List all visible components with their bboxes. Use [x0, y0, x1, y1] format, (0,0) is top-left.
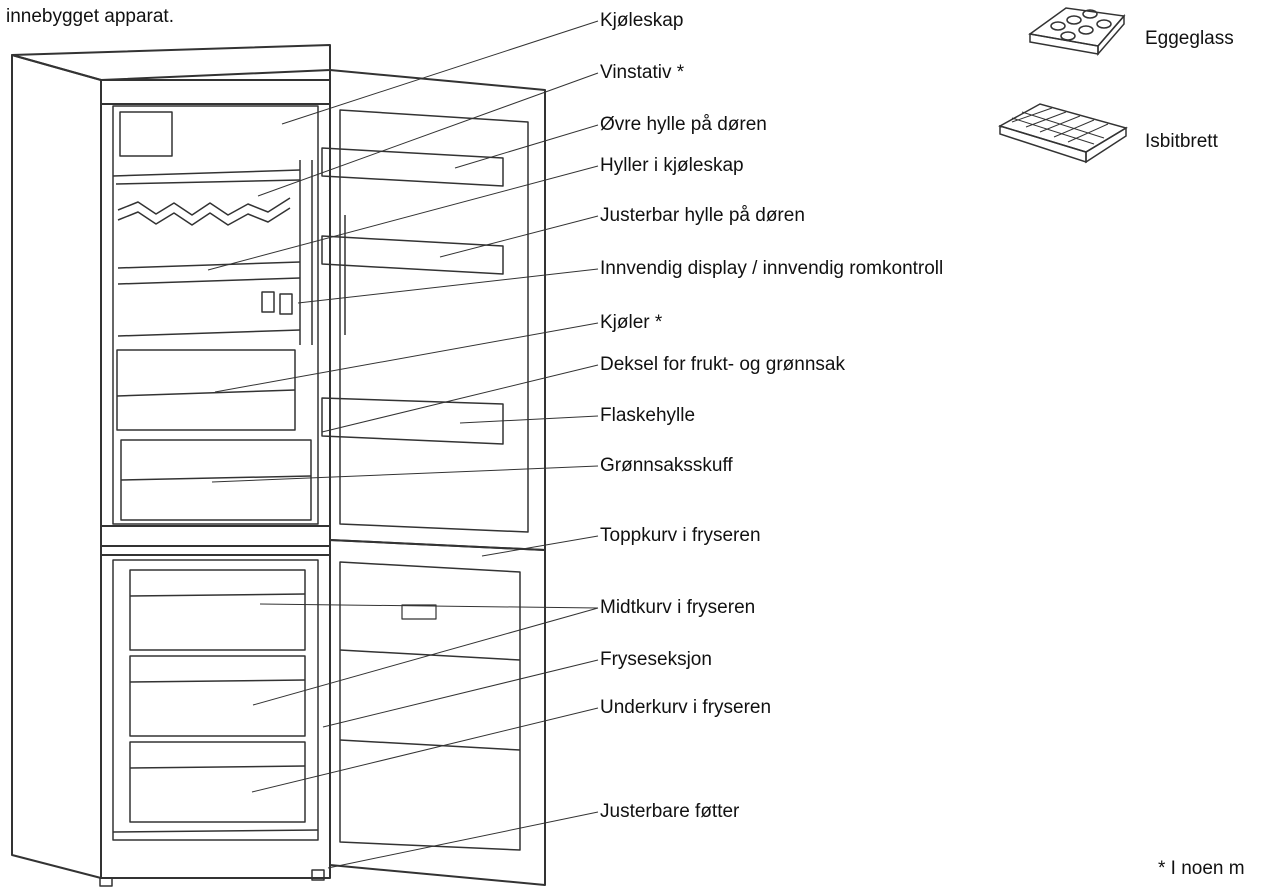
label-gronnsaksskuff: Grønnsaksskuff: [600, 455, 733, 476]
ice-tray-icon: [998, 103, 1128, 164]
label-justerbar-hylle: Justerbar hylle på døren: [600, 205, 805, 226]
label-vinstativ: Vinstativ *: [600, 62, 685, 83]
label-kjoler: Kjøler *: [600, 312, 663, 333]
label-flaskehylle: Flaskehylle: [600, 405, 696, 426]
intro-text: innebygget apparat.: [6, 6, 174, 27]
freezer-interior: [112, 559, 319, 841]
label-kjoleskap: Kjøleskap: [600, 10, 684, 31]
label-deksel-frukt: Deksel for frukt- og grønnsak: [600, 354, 845, 375]
label-eggeglass: Eggeglass: [1145, 28, 1234, 49]
leader-lines: [207, 20, 599, 869]
label-ovre-hylle-doren: Øvre hylle på døren: [600, 114, 767, 135]
label-hyller-kjoleskap: Hyller i kjøleskap: [600, 155, 744, 176]
label-isbitbrett: Isbitbrett: [1145, 131, 1218, 152]
freezer-door: [329, 539, 546, 886]
label-innvendig-display: Innvendig display / innvendig romkontrol…: [600, 258, 944, 279]
fridge-door: [321, 69, 546, 551]
adjustable-feet: [99, 869, 325, 887]
fridge-interior: [112, 105, 319, 525]
egg-tray-icon: [1028, 7, 1126, 57]
label-toppkurv: Toppkurv i fryseren: [600, 525, 761, 546]
label-underkurv: Underkurv i fryseren: [600, 697, 772, 718]
label-justerbare-fotter: Justerbare føtter: [600, 801, 740, 822]
label-midtkurv: Midtkurv i fryseren: [600, 597, 756, 618]
label-fryseseksjon: Fryseseksjon: [600, 649, 712, 670]
footnote: * I noen m: [1158, 858, 1245, 879]
